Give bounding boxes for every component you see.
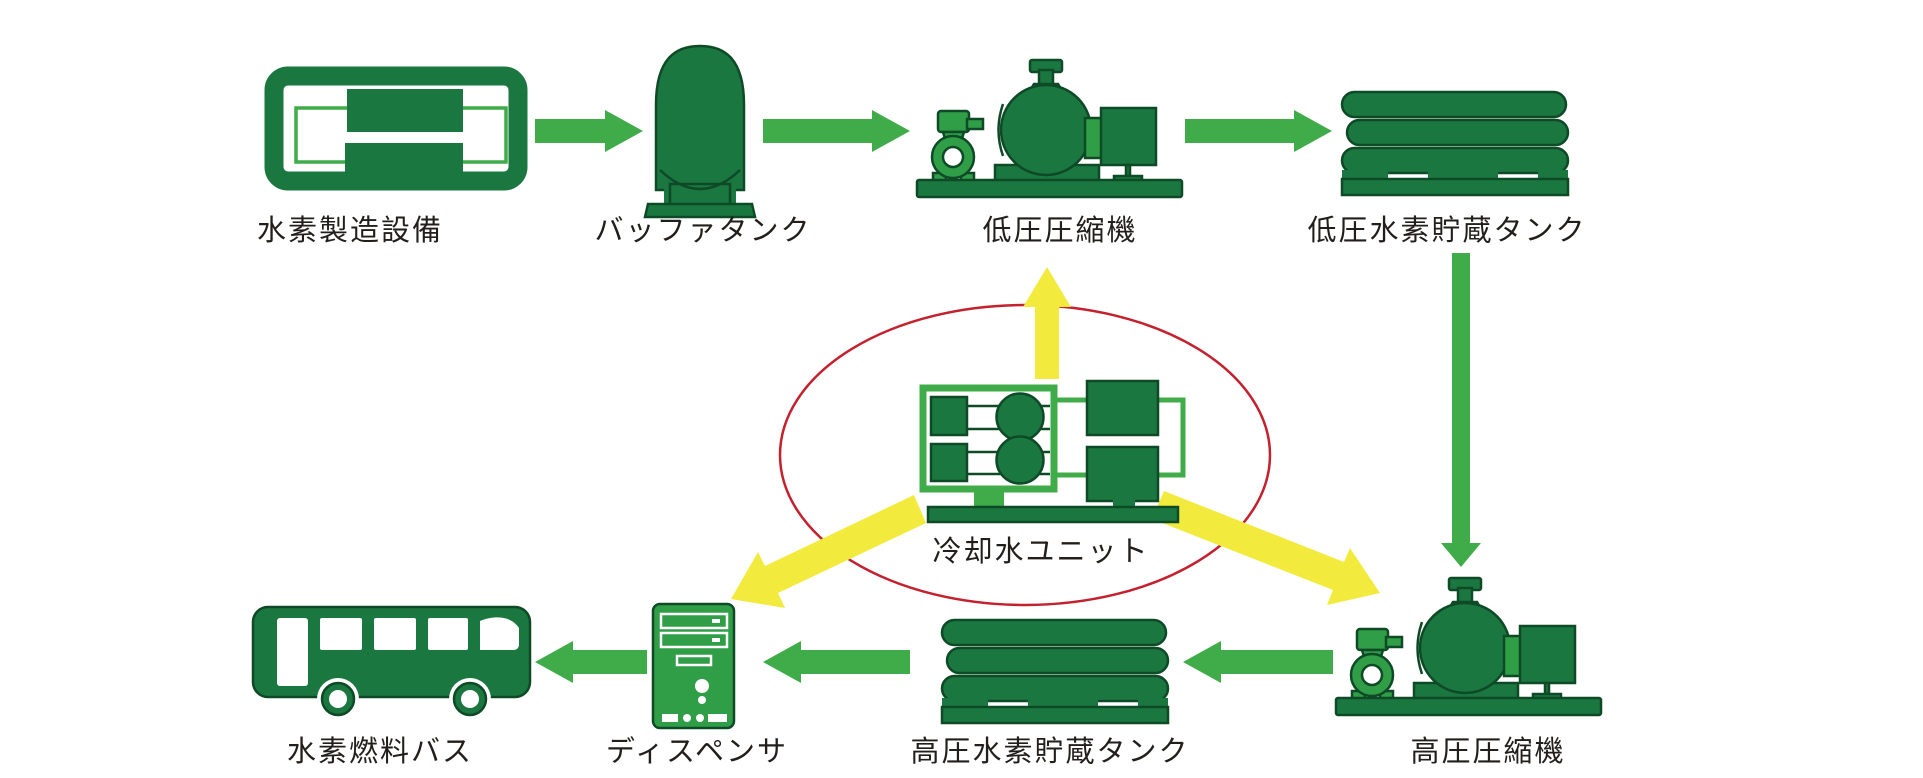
- label-hydrogen-fuel-bus: 水素燃料バス: [287, 735, 473, 768]
- flow-arrow-high-compressor-to-high-tank: [1183, 641, 1333, 683]
- label-cooling-water-unit: 冷却水ユニット: [932, 535, 1149, 568]
- flow-arrow-low-compressor-to-low-tank: [1185, 110, 1332, 152]
- label-buffer-tank: バッファタンク: [594, 215, 811, 247]
- label-low-pressure-compressor: 低圧圧縮機: [982, 214, 1137, 247]
- flow-arrow-high-tank-to-dispenser: [763, 641, 910, 683]
- cooling-water-unit-icon: [919, 379, 1186, 524]
- flow-arrow-buffer-to-low-compressor: [763, 110, 910, 152]
- hydrogen-bus-icon: [251, 605, 532, 720]
- flow-arrow-dispenser-to-bus: [535, 641, 647, 683]
- cooling-arrow-to-dispenser: [731, 495, 926, 608]
- cooling-arrow-to-high-compressor: [1152, 491, 1380, 605]
- buffer-tank-icon: [643, 44, 757, 219]
- label-dispenser: ディスペンサ: [606, 735, 788, 768]
- low-pressure-compressor-icon: [915, 58, 1184, 199]
- label-high-pressure-compressor: 高圧圧縮機: [1410, 735, 1565, 768]
- label-hydrogen-production: 水素製造設備: [257, 214, 443, 247]
- label-high-pressure-storage-tank: 高圧水素貯蔵タンク: [910, 735, 1189, 768]
- flow-arrow-low-tank-to-high-compressor: [1441, 253, 1481, 567]
- high-pressure-compressor-icon: [1334, 576, 1603, 717]
- cooling-arrow-to-low-compressor: [1023, 267, 1071, 379]
- dispenser-icon: [651, 602, 736, 730]
- high-pressure-storage-tank-icon: [940, 618, 1170, 725]
- flow-arrow-production-to-buffer: [535, 110, 643, 152]
- low-pressure-storage-tank-icon: [1340, 90, 1570, 197]
- label-low-pressure-storage-tank: 低圧水素貯蔵タンク: [1307, 214, 1586, 247]
- hydrogen-production-icon: [264, 66, 528, 191]
